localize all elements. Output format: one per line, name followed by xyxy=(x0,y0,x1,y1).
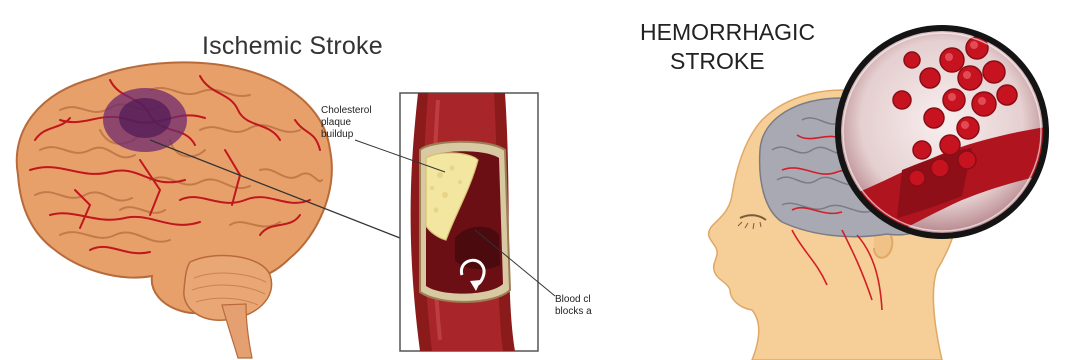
ischemic-stroke-panel: Ischemic Stroke Cholesterol plaque build… xyxy=(0,0,612,360)
clot-label-line: Blood cl xyxy=(555,294,592,306)
cholesterol-plaque-label: Cholesterol plaque buildup xyxy=(321,105,372,141)
hemorrhagic-stroke-panel: HEMORRHAGIC STROKE xyxy=(612,0,1072,360)
hemorrhagic-title-line-1: HEMORRHAGIC xyxy=(640,18,815,47)
artery-cross-section xyxy=(411,93,515,351)
blood-clot-label: Blood cl blocks a xyxy=(555,294,592,318)
plaque-label-line: buildup xyxy=(321,129,372,141)
clot-label-line: blocks a xyxy=(555,306,592,318)
hemorrhagic-stroke-title: HEMORRHAGIC STROKE xyxy=(640,18,815,76)
brain-illustration xyxy=(17,62,332,358)
plaque-label-line: Cholesterol xyxy=(321,105,372,117)
ischemic-stroke-title: Ischemic Stroke xyxy=(202,32,383,61)
hemorrhagic-title-line-2: STROKE xyxy=(640,47,815,76)
plaque-label-line: plaque xyxy=(321,117,372,129)
